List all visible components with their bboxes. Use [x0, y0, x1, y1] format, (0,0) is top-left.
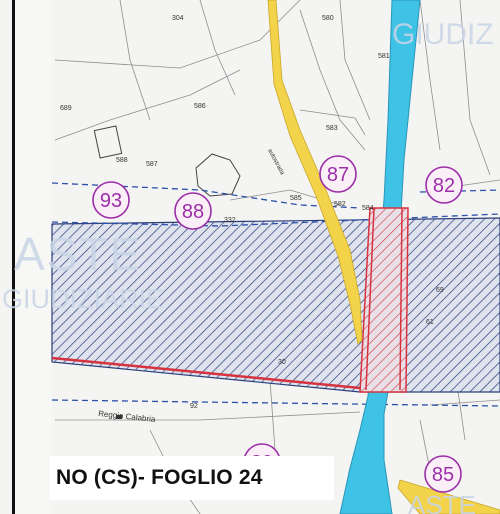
svg-text:93: 93 [100, 190, 122, 212]
parcel-number: 585 [290, 195, 302, 202]
watermark-brand: ASTE [14, 228, 142, 280]
red-strip-edges [365, 207, 403, 391]
parcel-number: 61 [426, 319, 434, 326]
parcel-number: 582 [334, 201, 346, 208]
svg-text:88: 88 [182, 201, 204, 223]
svg-text:85: 85 [432, 464, 454, 486]
parcel-number: 584 [362, 205, 374, 212]
parcel-number: 332 [224, 217, 236, 224]
circled-label-87: 87 [319, 155, 357, 193]
parcel-number: 92 [190, 403, 198, 410]
parcel-number: 30 [278, 359, 286, 366]
parcel-number: 580 [322, 15, 334, 22]
yellow-road [267, 0, 363, 345]
yellow-road-lower [397, 479, 500, 514]
frame-left-line [12, 0, 15, 514]
parcel-number: 689 [60, 105, 72, 112]
watermark-bottom-right: ASTE [408, 490, 476, 514]
circled-label-93: 93 [92, 181, 130, 219]
circled-label-88: 88 [174, 192, 212, 230]
parcel-number: 69 [436, 287, 444, 294]
watermark-top-right: GIUDIZ [392, 18, 494, 51]
circled-label-82: 82 [425, 166, 463, 204]
svg-text:82: 82 [433, 175, 455, 197]
red-boundary [51, 356, 361, 390]
watermark-subtitle: GIUDIZIARIE [2, 284, 164, 314]
parcel-number: 581 [378, 53, 390, 60]
svg-text:87: 87 [327, 164, 349, 186]
parcel-number: 588 [116, 157, 128, 164]
frame-margin [15, 0, 52, 514]
map-caption-box: NO (CS)- FOGLIO 24 [50, 456, 334, 500]
parcel-number: 583 [326, 125, 338, 132]
parcel-number: 586 [194, 103, 206, 110]
circled-label-85: 85 [424, 455, 462, 493]
map-caption: NO (CS)- FOGLIO 24 [56, 466, 263, 489]
parcel-number: 304 [172, 15, 184, 22]
parcel-number: 587 [146, 161, 158, 168]
